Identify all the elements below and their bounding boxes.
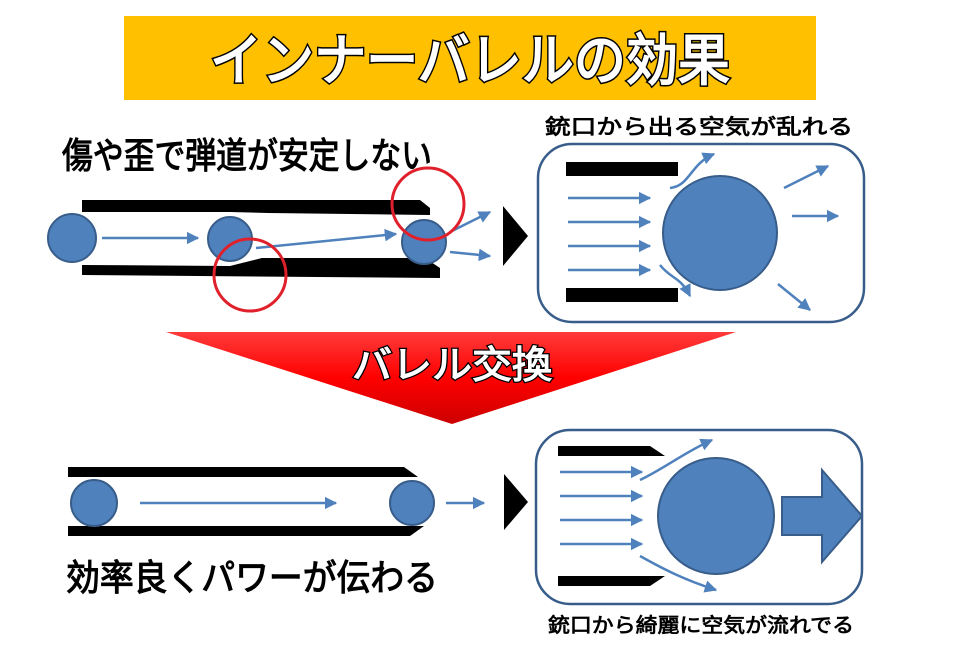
clean-air-panel [534,428,864,606]
muzzle-wall-top [566,162,678,176]
new-barrel-bottom-wall [68,526,424,536]
bullet-top-start [47,213,97,263]
damaged-barrel-top-wall [82,200,430,215]
damaged-barrel [82,200,440,278]
top-left-caption: 傷や歪で弾道が安定しない [61,136,432,177]
bullet-clean [657,457,775,575]
turbulent-air-panel [536,142,866,324]
damaged-barrel-bottom-wall [82,258,440,278]
bullet-bottom-end [389,480,435,526]
clean-flow-top [639,438,714,482]
bullet-bottom-start [70,479,118,527]
scatter-arrow-down [449,248,492,262]
top-right-caption: 銃口から出る空気が乱れる [545,115,853,139]
trajectory-arrow-2 [255,228,398,250]
pointer-triangle-bottom [504,474,528,530]
defect-circle-muzzle [390,166,466,242]
air-scatter-1 [783,164,830,190]
bottom-right-caption: 銃口から綺麗に空気が流れでる [548,613,854,637]
new-barrel-top-wall [68,467,418,477]
air-swirl-top [669,152,716,190]
clean-flow-bottom [639,554,718,593]
scatter-arrow-up [449,210,492,234]
defect-circle-barrel [212,237,288,313]
air-swirl-bottom [659,264,692,298]
bullet-turbulent [662,175,778,291]
pointer-triangle-top [503,206,528,266]
transition-triangle [166,332,736,424]
bullet-top-end [401,219,447,265]
new-barrel [68,467,424,536]
forward-thrust-arrow [781,467,864,565]
bottom-left-caption: 効率良くパワーが伝わる [66,558,438,599]
transition-label: バレル交換 [352,343,553,387]
clean-muzzle-wall-top [558,446,665,456]
muzzle-wall-bottom [566,288,678,302]
title-banner [124,16,816,100]
page-title: インナーバレルの効果 [210,29,730,94]
air-scatter-3 [777,283,811,311]
clean-muzzle-wall-bottom [558,576,665,586]
